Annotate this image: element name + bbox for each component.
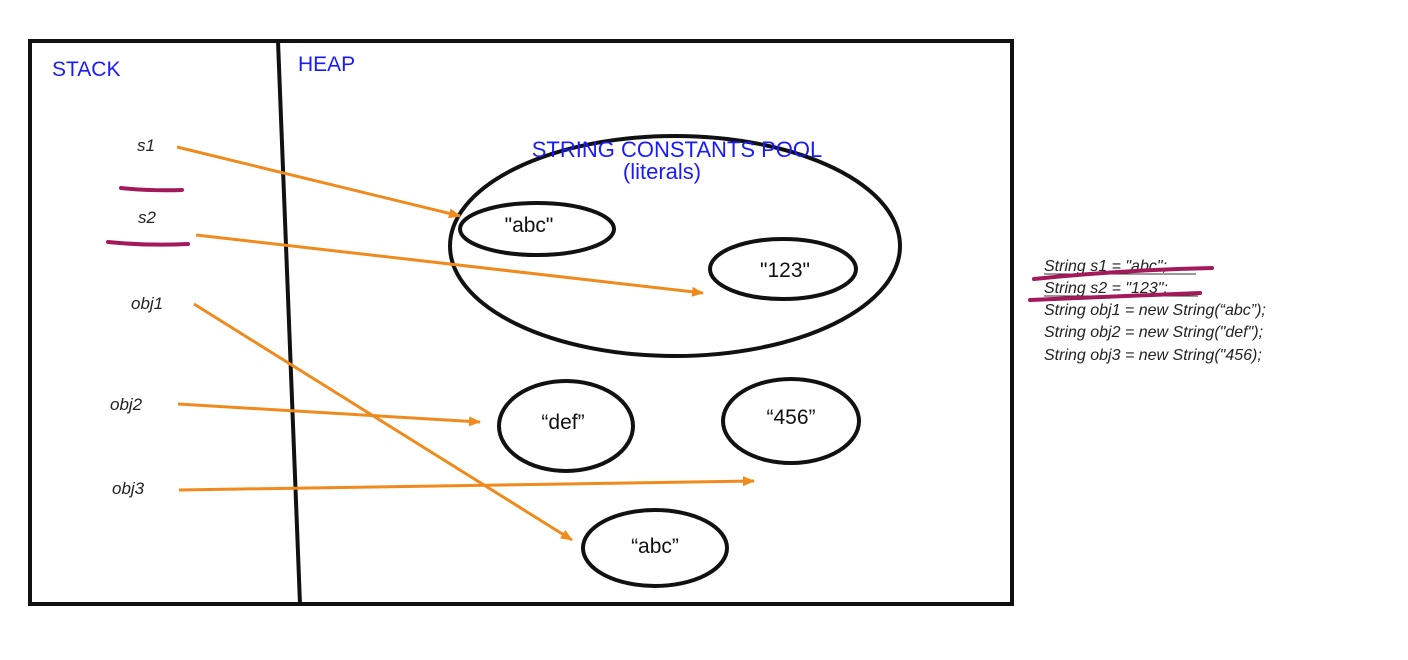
arrow-obj1-to-heap-abc bbox=[193, 302, 573, 542]
pool-subtitle: (literals) bbox=[623, 159, 701, 184]
heap-object-456 bbox=[721, 377, 861, 465]
stack-heap-divider bbox=[276, 40, 302, 605]
var-obj2: obj2 bbox=[110, 395, 143, 414]
arrow-obj2-to-heap-def bbox=[177, 402, 481, 427]
highlight-mark-s1 bbox=[119, 186, 184, 193]
string-constants-pool bbox=[448, 134, 902, 358]
arrow-obj3-to-heap-456 bbox=[178, 476, 755, 492]
pool-object-123-label: "123" bbox=[760, 259, 810, 282]
highlight-mark-s2 bbox=[106, 240, 190, 247]
pool-object-abc-label: "abc" bbox=[505, 214, 554, 237]
heap-object-def-label: “def” bbox=[541, 411, 584, 434]
code-highlight-s2 bbox=[1028, 291, 1202, 302]
var-obj3: obj3 bbox=[112, 479, 145, 498]
heap-object-abc-label: “abc” bbox=[631, 535, 679, 558]
var-obj1: obj1 bbox=[131, 294, 163, 313]
memory-frame bbox=[28, 39, 1014, 606]
pool-title: STRING CONSTANTS POOL bbox=[532, 137, 823, 162]
heap-object-def bbox=[497, 379, 635, 473]
code-line-obj1: String obj1 = new String(“abc”); bbox=[1044, 302, 1266, 319]
arrow-s1-to-pool-abc bbox=[176, 145, 461, 219]
var-s1: s1 bbox=[137, 136, 155, 155]
heap-object-456-label: “456” bbox=[766, 406, 815, 429]
heap-label: HEAP bbox=[298, 53, 355, 76]
code-highlight-s1 bbox=[1032, 266, 1214, 281]
code-line-obj3: String obj3 = new String("456); bbox=[1044, 347, 1262, 364]
code-line-obj2: String obj2 = new String("def"); bbox=[1044, 324, 1263, 341]
pool-object-abc bbox=[458, 201, 616, 257]
stack-label: STACK bbox=[52, 58, 120, 81]
var-s2: s2 bbox=[138, 208, 157, 227]
heap-object-abc bbox=[581, 508, 729, 588]
code-line-s2: String s2 = "123"; bbox=[1044, 280, 1168, 297]
pool-object-123 bbox=[708, 237, 858, 301]
arrow-s2-to-pool-123 bbox=[195, 233, 704, 297]
